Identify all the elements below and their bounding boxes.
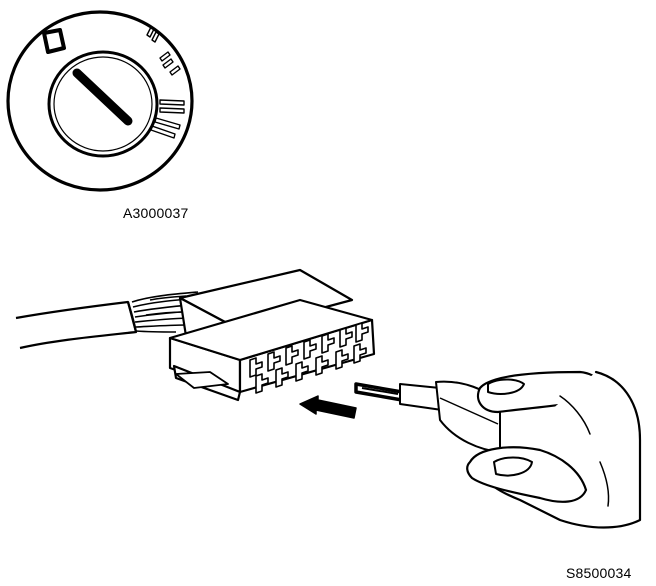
wiring-connector-icon: [168, 268, 376, 402]
switch-position-marks: [146, 26, 185, 139]
insert-arrow-icon: [299, 395, 357, 419]
figure-code-ignition: A3000037: [123, 205, 189, 221]
wiring-harness: [15, 291, 201, 350]
hand-illustration: [466, 370, 642, 529]
connector-pin-cavities: [249, 322, 369, 394]
ignition-switch-icon: [6, 10, 194, 192]
figure-code-connector: S8500034: [566, 565, 632, 581]
